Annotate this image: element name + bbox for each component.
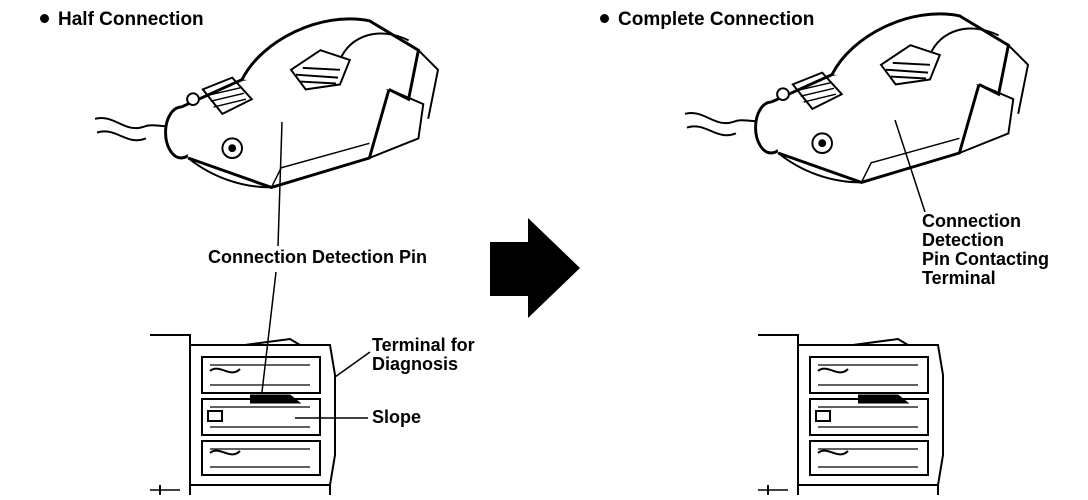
contact-label-line2: Detection [922, 230, 1005, 250]
half-connection-title: Half Connection [58, 9, 204, 30]
pin-leader-bottom [261, 271, 277, 393]
complete-connection-heading: Complete Connection [600, 10, 814, 29]
complete-connection-section [757, 334, 944, 496]
complete-connection-title: Complete Connection [618, 9, 815, 30]
arrow-right-icon [490, 218, 580, 318]
terminal-label-line2: Diagnosis [372, 354, 459, 374]
connection-detection-pin-label: Connection Detection Pin [208, 247, 428, 267]
contact-label-line3: Pin Contacting [922, 249, 1049, 269]
bullet-icon [40, 14, 49, 23]
contact-label-line4: Terminal [922, 268, 996, 288]
half-connection-heading: Half Connection [40, 10, 204, 29]
terminal-for-diagnosis-label: Terminal for Diagnosis [372, 336, 475, 374]
bullet-icon [600, 14, 609, 23]
half-connection-connector [93, 17, 440, 189]
pin-leader-top [277, 121, 283, 247]
slope-label: Slope [372, 407, 422, 427]
terminal-leader [334, 351, 371, 378]
terminal-label-line1: Terminal for [372, 335, 475, 355]
contact-label-line1: Connection [922, 211, 1021, 231]
complete-connection-connector [683, 12, 1030, 184]
half-connection-section [149, 334, 336, 496]
pin-contacting-terminal-label: Connection Detection Pin Contacting Term… [922, 212, 1049, 288]
contact-leader [894, 119, 926, 213]
